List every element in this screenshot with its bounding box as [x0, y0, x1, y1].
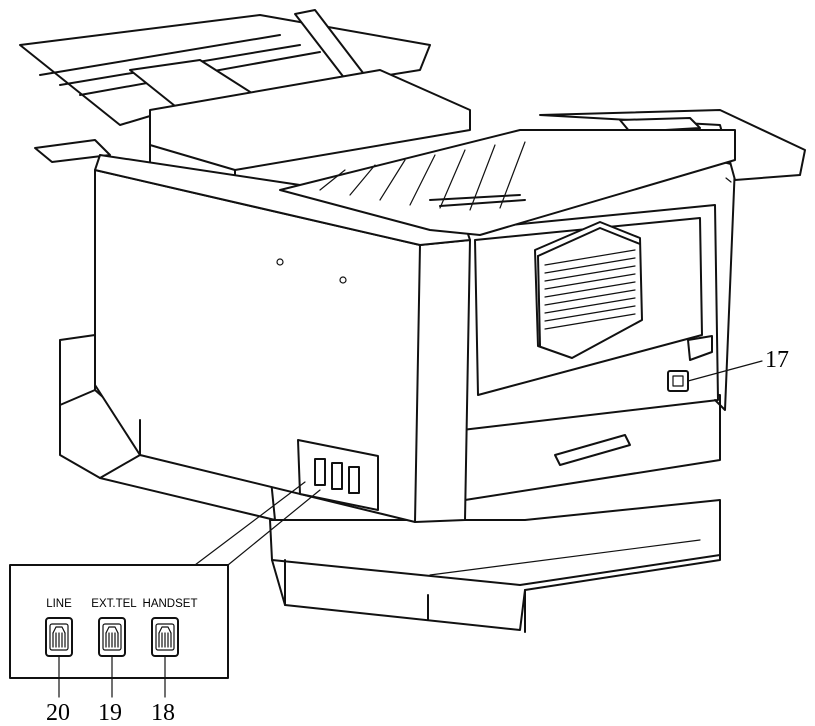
document-feeder [19, 9, 806, 246]
callout-18: 18 [151, 700, 175, 726]
callout-19: 19 [98, 700, 122, 726]
callout-20: 20 [46, 700, 70, 726]
power-inlet [667, 335, 713, 392]
callout-17: 17 [765, 347, 789, 373]
jack-detail-inset: LINE EXT.TEL HANDSET [9, 564, 229, 698]
ext-tel-jack-icon [98, 617, 126, 657]
vent-grille [534, 221, 643, 359]
line-port-label: LINE [46, 598, 72, 610]
jack-panel [297, 439, 379, 511]
line-jack-icon [45, 617, 73, 657]
handset-port-label: HANDSET [143, 598, 198, 610]
leader-lines [194, 360, 763, 566]
paper-cassette-unit [269, 499, 721, 633]
handset-jack-icon [151, 617, 179, 657]
ext-tel-port-label: EXT.TEL [91, 598, 137, 610]
